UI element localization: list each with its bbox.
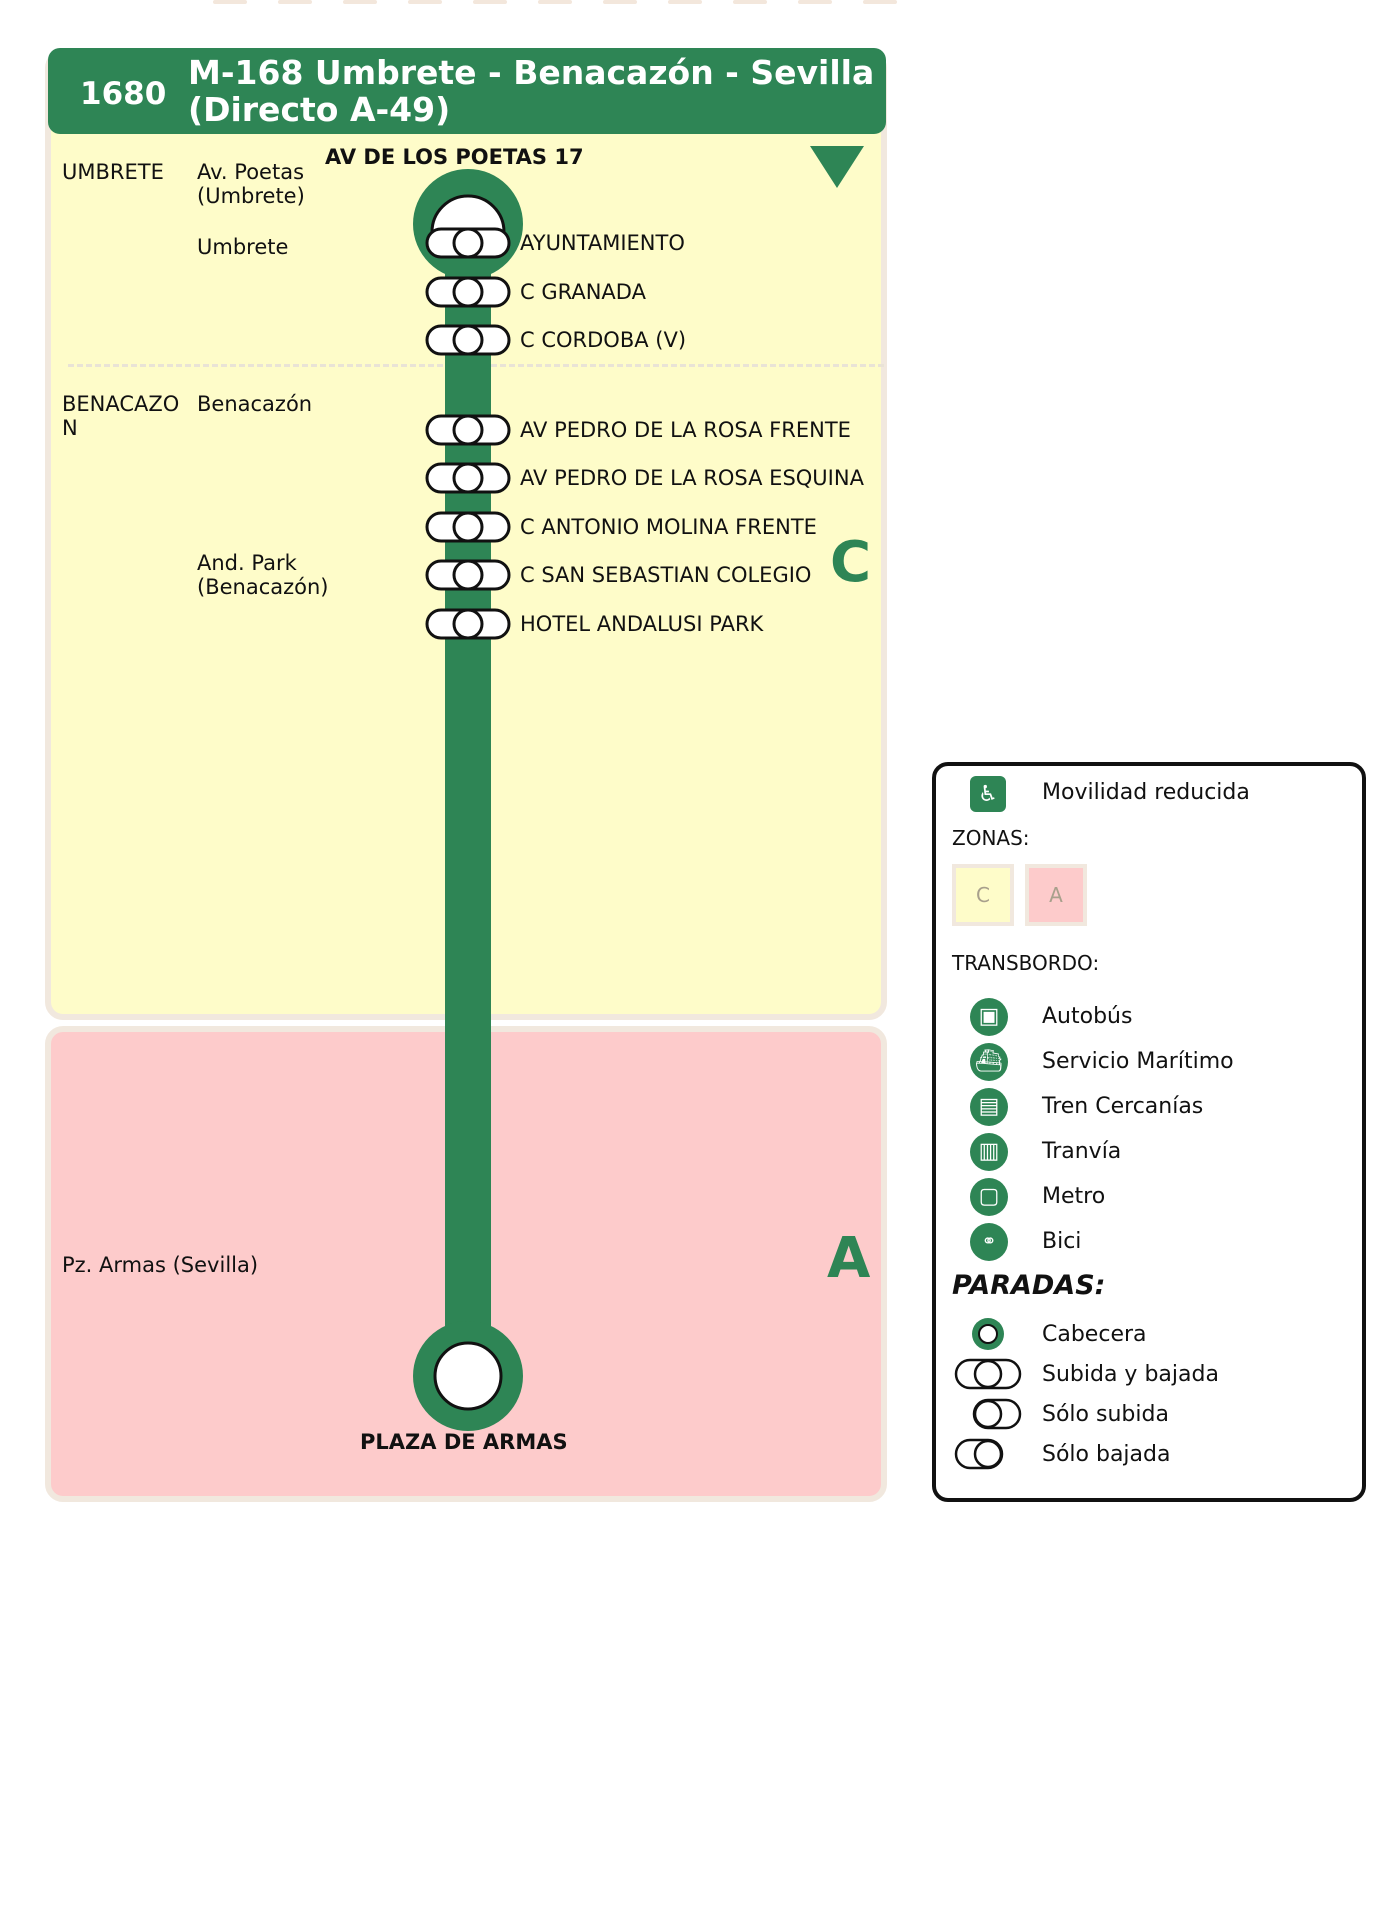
top-dash	[343, 0, 377, 4]
legend-zone-c-swatch: C	[952, 864, 1014, 926]
top-dash	[538, 0, 572, 4]
stop-label: AYUNTAMIENTO	[520, 231, 685, 255]
metro-icon: ▢	[970, 1178, 1008, 1216]
direction-triangle-icon	[810, 146, 864, 188]
municipality-label: BENACAZON	[62, 392, 180, 440]
stop-marker-circle	[452, 324, 484, 356]
place-label: Pz. Armas (Sevilla)	[62, 1253, 259, 1277]
origin-stop-label: AV DE LOS POETAS 17	[325, 145, 584, 169]
legend-transfer-label: Tranvía	[1042, 1139, 1122, 1164]
place-label: Umbrete	[197, 235, 289, 259]
legend-stop-type: Cabecera	[1042, 1322, 1147, 1347]
zone-letter-c: C	[830, 530, 872, 595]
legend-transfer-label: Metro	[1042, 1184, 1106, 1209]
route-header: 1680 M-168 Umbrete - Benacazón - Sevilla…	[48, 48, 886, 134]
top-dash	[278, 0, 312, 4]
top-dash	[863, 0, 897, 4]
legend-transfer-label: Servicio Marítimo	[1042, 1049, 1234, 1074]
stop-marker-circle	[452, 511, 484, 543]
stop-marker-circle	[452, 227, 484, 259]
tram-icon: ▥	[970, 1133, 1008, 1171]
top-dash	[603, 0, 637, 4]
legend-stops-title: PARADAS:	[952, 1270, 1106, 1301]
stop-label: AV PEDRO DE LA ROSA ESQUINA	[520, 466, 864, 490]
stop-marker-circle	[452, 414, 484, 446]
stop-label: C SAN SEBASTIAN COLEGIO	[520, 563, 812, 587]
terminus-destination-inner	[433, 1341, 503, 1411]
top-dash	[668, 0, 702, 4]
place-label: Benacazón	[197, 392, 313, 416]
stop-marker-circle	[452, 462, 484, 494]
bike-icon: ⚭	[970, 1223, 1008, 1261]
stop-markers	[425, 227, 511, 640]
wheelchair-icon: ♿	[970, 776, 1006, 812]
stop-marker-circle	[452, 276, 484, 308]
legend-panel: ♿ Movilidad reducida ZONAS: C A TRANSBOR…	[932, 762, 1366, 1502]
line-number: 1680	[80, 76, 167, 112]
top-dash	[473, 0, 507, 4]
route-line	[445, 230, 491, 1377]
municipality-label: UMBRETE	[62, 160, 164, 184]
legend-stop-type: Sólo bajada	[1042, 1442, 1171, 1467]
legend-transfer-label: Tren Cercanías	[1042, 1094, 1204, 1119]
place-label: And. Park (Benacazón)	[197, 551, 329, 599]
legend-zone-a-swatch: A	[1025, 864, 1087, 926]
top-dash	[798, 0, 832, 4]
top-dash	[213, 0, 247, 4]
legend-stop-type: Subida y bajada	[1042, 1362, 1219, 1387]
place-label: Av. Poetas (Umbrete)	[197, 160, 305, 208]
solo-bajada-symbol-inner	[973, 1439, 1003, 1469]
stop-label: HOTEL ANDALUSI PARK	[520, 612, 764, 636]
stop-marker-circle	[452, 608, 484, 640]
terminus-origin-half	[430, 194, 506, 234]
zone-letter-a: A	[827, 1226, 871, 1291]
top-dash	[408, 0, 442, 4]
legend-transfer-label: Autobús	[1042, 1004, 1133, 1029]
stop-marker-circle	[452, 559, 484, 591]
ship-icon: ⛴	[970, 1043, 1008, 1081]
cabecera-symbol-inner	[978, 1324, 998, 1344]
bus-icon: ▣	[970, 998, 1008, 1036]
solo-subida-symbol-inner	[973, 1399, 1003, 1429]
legend-transfer-title: TRANSBORDO:	[952, 951, 1100, 975]
legend-reduced-mobility: Movilidad reducida	[1042, 780, 1250, 805]
stop-label: AV PEDRO DE LA ROSA FRENTE	[520, 418, 851, 442]
stop-label: C ANTONIO MOLINA FRENTE	[520, 515, 817, 539]
legend-stop-symbols	[954, 1318, 1022, 1470]
legend-transfer-label: Bici	[1042, 1229, 1082, 1254]
subida-bajada-symbol-inner	[973, 1359, 1003, 1389]
legend-zones-title: ZONAS:	[952, 826, 1030, 850]
legend-stop-type: Sólo subida	[1042, 1402, 1169, 1427]
terminus-stop-label: PLAZA DE ARMAS	[360, 1430, 568, 1454]
route-title: M-168 Umbrete - Benacazón - Sevilla (Dir…	[188, 53, 875, 129]
train-icon: ▤	[970, 1088, 1008, 1126]
stop-label: C CORDOBA (V)	[520, 328, 687, 352]
stop-label: C GRANADA	[520, 280, 646, 304]
top-dash	[733, 0, 767, 4]
